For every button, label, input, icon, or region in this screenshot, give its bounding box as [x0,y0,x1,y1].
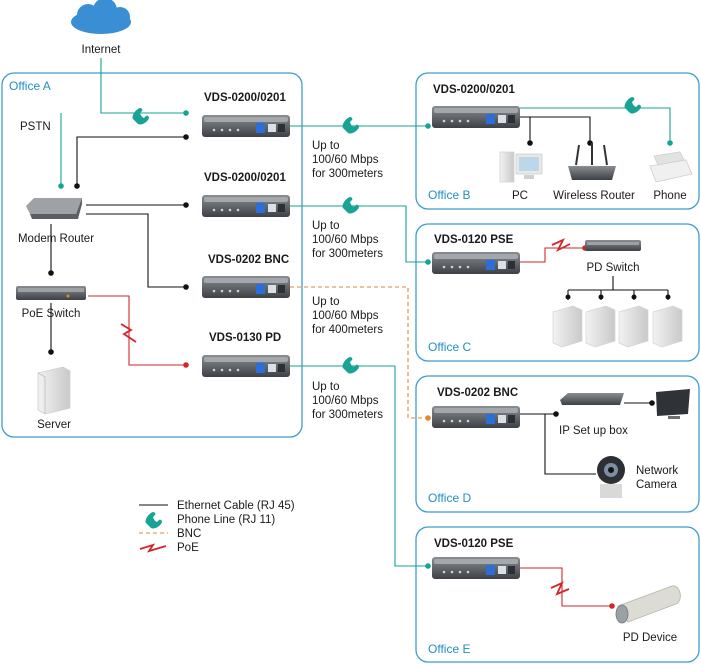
terminal-icon [585,305,616,348]
poe-switch-icon [16,286,86,300]
svg-text:100/60 Mbps: 100/60 Mbps [312,234,379,246]
phone-line-icon [342,357,359,374]
pc-icon [499,151,543,183]
modem-router-label: Modem Router [18,233,94,245]
link-spec-1: Up to 100/60 Mbps for 300meters [312,140,383,180]
legend-ethernet-label: Ethernet Cable (RJ 45) [177,500,295,512]
server-icon [37,366,71,415]
e-poe-line [520,567,612,607]
office-b-label: Office B [428,188,470,202]
poe-switch-label: PoE Switch [22,308,81,320]
pd-terminal-icons [552,305,683,348]
d-camera-line [544,414,596,475]
office-d-device-label: VDS-0202 BNC [437,387,518,399]
svg-text:Up to: Up to [312,140,340,152]
office-a-label: Office A [9,79,51,93]
phone-line-icon [342,117,359,134]
vds-device-icon [202,115,290,137]
office-e-device-label: VDS-0120 PSE [434,538,514,550]
vds-device-label: VDS-0200/0201 [204,172,286,184]
vds-device-icon [432,252,520,274]
b-phone-line [520,107,671,143]
phone-label: Phone [653,190,686,202]
svg-text:for 400meters: for 400meters [312,324,383,336]
ip-set-up-box-label: IP Set up box [559,425,628,437]
link-a-d-line [290,286,428,419]
c-poe-line [520,247,585,263]
internet-line [100,58,186,114]
legend-poe-icon [139,543,167,553]
internet-label: Internet [82,44,122,56]
pd-device-camera-icon [615,585,681,624]
vds-device-label: VDS-0202 BNC [208,254,289,266]
office-b-device-label: VDS-0200/0201 [433,84,515,96]
network-camera-label: Camera [636,479,678,491]
link-a-e-line [290,365,428,567]
svg-text:Up to: Up to [312,220,340,232]
monitor-icon [656,389,690,419]
office-c-device-label: VDS-0120 PSE [434,234,514,246]
vds-device-icon [202,195,290,217]
svg-text:100/60 Mbps: 100/60 Mbps [312,395,379,407]
legend-phone-label: Phone Line (RJ 11) [177,514,275,526]
internet-cloud-icon [71,0,131,34]
link-spec-3: Up to 100/60 Mbps for 400meters [312,296,383,336]
legend: Ethernet Cable (RJ 45) Phone Line (RJ 11… [139,500,295,554]
vds-device-icon [432,406,520,428]
svg-text:for 300meters: for 300meters [312,248,383,260]
b-router-line [520,116,591,143]
link-spec-4: Up to 100/60 Mbps for 300meters [312,381,383,421]
terminal-icon [552,305,583,348]
pc-label: PC [512,190,528,202]
vds-device-label: VDS-0130 PD [209,332,281,344]
office-c-label: Office C [428,340,471,354]
svg-text:for 300meters: for 300meters [312,168,383,180]
pd-device-label: PD Device [623,632,677,644]
ip-set-up-box-icon [560,393,624,405]
svg-text:100/60 Mbps: 100/60 Mbps [312,154,379,166]
svg-text:Up to: Up to [312,381,340,393]
phone-icon [649,151,693,183]
server-label: Server [37,419,71,431]
router-to-vds1-line [76,136,186,186]
pd-switch-icon [585,240,641,251]
legend-bnc-label: BNC [177,528,201,540]
svg-text:100/60 Mbps: 100/60 Mbps [312,310,379,322]
legend-poe-label: PoE [177,542,199,554]
vds-device-label: VDS-0200/0201 [204,92,286,104]
terminal-icon [618,305,649,348]
phone-line-icon [342,197,359,214]
vds-device-icon [432,557,520,579]
svg-text:Up to: Up to [312,296,340,308]
network-camera-icon [597,456,625,498]
vds-device-icon [432,106,520,128]
terminal-icon [652,305,683,348]
router-to-vds3-line [86,213,186,288]
office-e-label: Office E [428,642,470,656]
pd-switch-label: PD Switch [586,262,639,274]
vds-device-icon [202,276,290,298]
link-spec-2: Up to 100/60 Mbps for 300meters [312,220,383,260]
pstn-label: PSTN [20,121,51,133]
legend-phone-icon [145,512,162,529]
wireless-router-icon [568,143,616,180]
svg-text:for 300meters: for 300meters [312,409,383,421]
office-d-label: Office D [428,491,471,505]
vds-device-icon [202,355,290,377]
wireless-router-label: Wireless Router [553,190,635,202]
modem-router-icon [26,198,82,219]
network-camera-label: Network [636,465,678,477]
